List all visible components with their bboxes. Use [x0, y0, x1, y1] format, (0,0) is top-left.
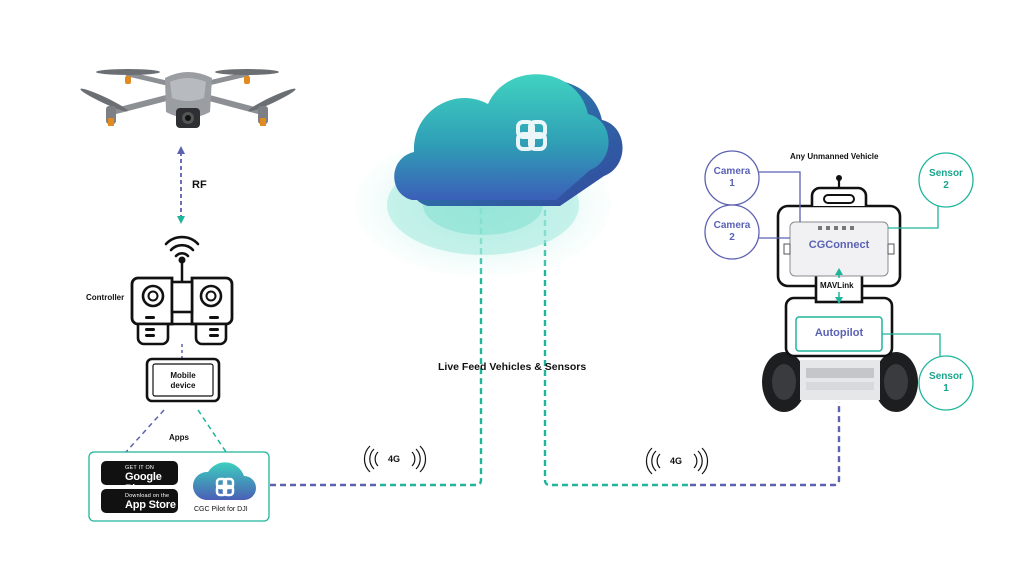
autopilot-label: Autopilot — [814, 327, 864, 339]
sensor1-label: Sensor 1 — [922, 371, 970, 395]
signal-icon-left — [363, 445, 427, 473]
app-store-small-text: Download on the — [125, 493, 170, 499]
sensor2-label: Sensor 2 — [922, 168, 970, 192]
wireless-signal-icon — [164, 235, 200, 258]
live-feed-label: Live Feed Vehicles & Sensors — [438, 361, 587, 373]
signal-4g-left: 4G — [388, 454, 401, 464]
drone-icon — [80, 69, 296, 128]
signal-icon-right — [645, 447, 709, 475]
mavlink-label: MAVLink — [820, 281, 854, 290]
cloud-icon — [355, 74, 623, 277]
sensor2-line1: Sensor — [929, 168, 963, 179]
rf-label: RF — [192, 179, 207, 191]
camera2-circle — [704, 204, 760, 260]
cgc-pilot-label[interactable]: CGC Pilot for DJI — [194, 506, 248, 513]
mobile-device-box — [145, 357, 221, 403]
rf-link — [177, 146, 185, 224]
camera2-line2: 2 — [729, 232, 735, 243]
sensor2-line2: 2 — [943, 180, 949, 191]
apps-label: Apps — [169, 433, 189, 442]
app-store-button[interactable]: Download on the App Store — [101, 489, 178, 513]
app-store-big-text: App Store — [125, 499, 176, 511]
mobile-device-line2: device — [170, 381, 196, 390]
sensor1-line1: Sensor — [929, 371, 963, 382]
mobile-device-line1: Mobile — [170, 371, 196, 380]
robot-vehicle-icon — [762, 175, 918, 412]
remote-controller-icon — [130, 256, 234, 346]
camera1-line2: 1 — [729, 178, 735, 189]
signal-4g-right: 4G — [670, 456, 683, 466]
google-play-small-text: GET IT ON — [125, 465, 155, 471]
mobile-device-label: Mobile device — [153, 371, 213, 391]
camera2-line1: Camera — [713, 220, 751, 231]
sensor1-circle — [918, 355, 974, 411]
controller-label: Controller — [86, 293, 125, 302]
any-vehicle-label: Any Unmanned Vehicle — [790, 152, 879, 161]
camera2-label: Camera 2 — [708, 220, 756, 244]
cgc-logo-icon — [192, 462, 256, 500]
cgconnect-label: CGConnect — [808, 239, 870, 251]
camera1-line1: Camera — [713, 166, 751, 177]
camera1-label: Camera 1 — [708, 166, 756, 190]
sensor2-circle — [918, 152, 974, 208]
sensor1-line2: 1 — [943, 383, 949, 394]
google-play-button[interactable]: GET IT ON Google Play — [101, 461, 178, 495]
